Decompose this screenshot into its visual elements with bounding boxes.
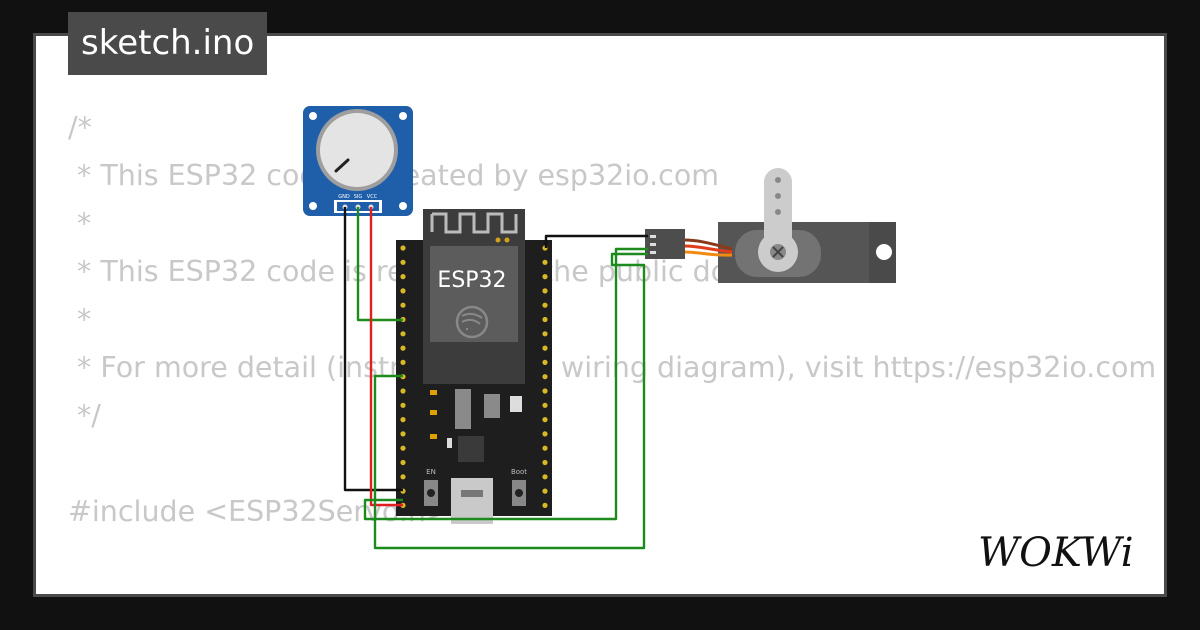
header-pin[interactable] bbox=[400, 417, 406, 423]
header-pin[interactable] bbox=[542, 288, 548, 294]
header-pin[interactable] bbox=[542, 445, 548, 451]
header-pin[interactable] bbox=[542, 459, 548, 466]
wire-sig-pot bbox=[356, 207, 403, 322]
wires bbox=[343, 207, 648, 550]
wire-servo-gnd bbox=[544, 234, 648, 248]
header-pin[interactable] bbox=[542, 316, 548, 323]
code-line: /* bbox=[68, 111, 92, 144]
header-pin[interactable] bbox=[400, 474, 406, 480]
header-pin[interactable] bbox=[400, 302, 406, 308]
header-pin[interactable] bbox=[542, 359, 548, 365]
header-pin[interactable] bbox=[400, 459, 406, 466]
header-pin[interactable] bbox=[542, 431, 548, 437]
potentiometer-knob-pointer bbox=[334, 158, 350, 173]
header-pin[interactable] bbox=[542, 345, 548, 351]
wire-vcc-pot bbox=[369, 207, 403, 507]
pot-pin-label-gnd: GND bbox=[338, 194, 350, 200]
svg-text:WOKWi: WOKWi bbox=[978, 530, 1134, 576]
en-label: EN bbox=[426, 468, 436, 476]
header-pin[interactable] bbox=[542, 374, 548, 380]
header-pin[interactable] bbox=[400, 359, 406, 365]
header-pin[interactable] bbox=[542, 302, 548, 308]
wokwi-logo: WOKWi bbox=[978, 530, 1134, 576]
pot-pin-label-sig: SIG bbox=[354, 194, 363, 200]
header-pin[interactable] bbox=[400, 388, 406, 394]
pot-pin-label-vcc: VCC bbox=[367, 194, 378, 200]
code-line: * bbox=[68, 207, 92, 240]
code-line: */ bbox=[68, 399, 101, 432]
code-line: #define PIN_POTENTIOMETER 35 // ESP32 pi… bbox=[68, 591, 1104, 594]
header-pin[interactable] bbox=[542, 331, 548, 337]
code-line: * bbox=[68, 303, 92, 336]
servo-motor[interactable] bbox=[645, 168, 896, 283]
header-pin[interactable] bbox=[542, 259, 548, 265]
header-pin[interactable] bbox=[542, 502, 548, 508]
header-pin[interactable] bbox=[542, 402, 548, 408]
boot-label: Boot bbox=[511, 468, 527, 476]
file-tab[interactable]: sketch.ino bbox=[68, 12, 268, 75]
header-pin[interactable] bbox=[400, 245, 406, 251]
header-pin[interactable] bbox=[542, 474, 548, 480]
header-pin[interactable] bbox=[400, 402, 406, 408]
wire-gnd-pot bbox=[343, 207, 403, 492]
header-pin[interactable] bbox=[400, 274, 406, 280]
header-pin[interactable] bbox=[400, 288, 406, 294]
header-pin[interactable] bbox=[542, 274, 548, 280]
header-pin[interactable] bbox=[400, 345, 406, 351]
header-pin[interactable] bbox=[542, 388, 548, 394]
header-pin[interactable] bbox=[400, 259, 406, 265]
header-pin[interactable] bbox=[542, 417, 548, 423]
header-pin[interactable] bbox=[542, 488, 548, 494]
right-header-pins bbox=[542, 245, 548, 508]
wire-servo-vcc bbox=[363, 247, 648, 521]
header-pin[interactable] bbox=[400, 431, 406, 437]
potentiometer[interactable]: GND SIG VCC bbox=[303, 106, 413, 216]
wire-servo-sig bbox=[373, 252, 648, 550]
header-pin[interactable] bbox=[400, 445, 406, 451]
esp32-chip-label: ESP32 bbox=[437, 268, 506, 293]
header-pin[interactable] bbox=[400, 331, 406, 337]
esp32-board[interactable]: ESP32 EN Boot bbox=[396, 209, 552, 524]
diagram-canvas: /* * This ESP32 code is created by esp32… bbox=[33, 33, 1167, 597]
